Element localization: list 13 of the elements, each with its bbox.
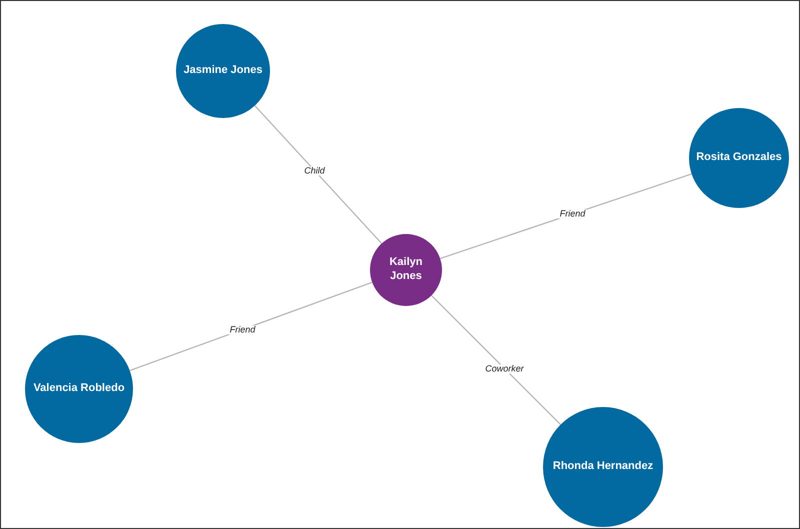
edge-label: Child xyxy=(302,166,327,175)
person-name: Jasmine Jones xyxy=(182,64,264,78)
connector-line xyxy=(130,282,372,372)
connector-line xyxy=(431,295,561,425)
edge-label: Coworker xyxy=(483,364,526,373)
person-name: Rhonda Hernandez xyxy=(552,460,654,474)
person-name: Kailyn Jones xyxy=(388,256,424,284)
person-name: Valencia Robledo xyxy=(32,382,126,396)
edge-label: Friend xyxy=(558,210,588,218)
edge-label: Friend xyxy=(228,325,258,334)
person-name: Rosita Gonzales xyxy=(695,151,783,165)
connector-line xyxy=(440,173,692,260)
connector-line xyxy=(254,105,382,244)
